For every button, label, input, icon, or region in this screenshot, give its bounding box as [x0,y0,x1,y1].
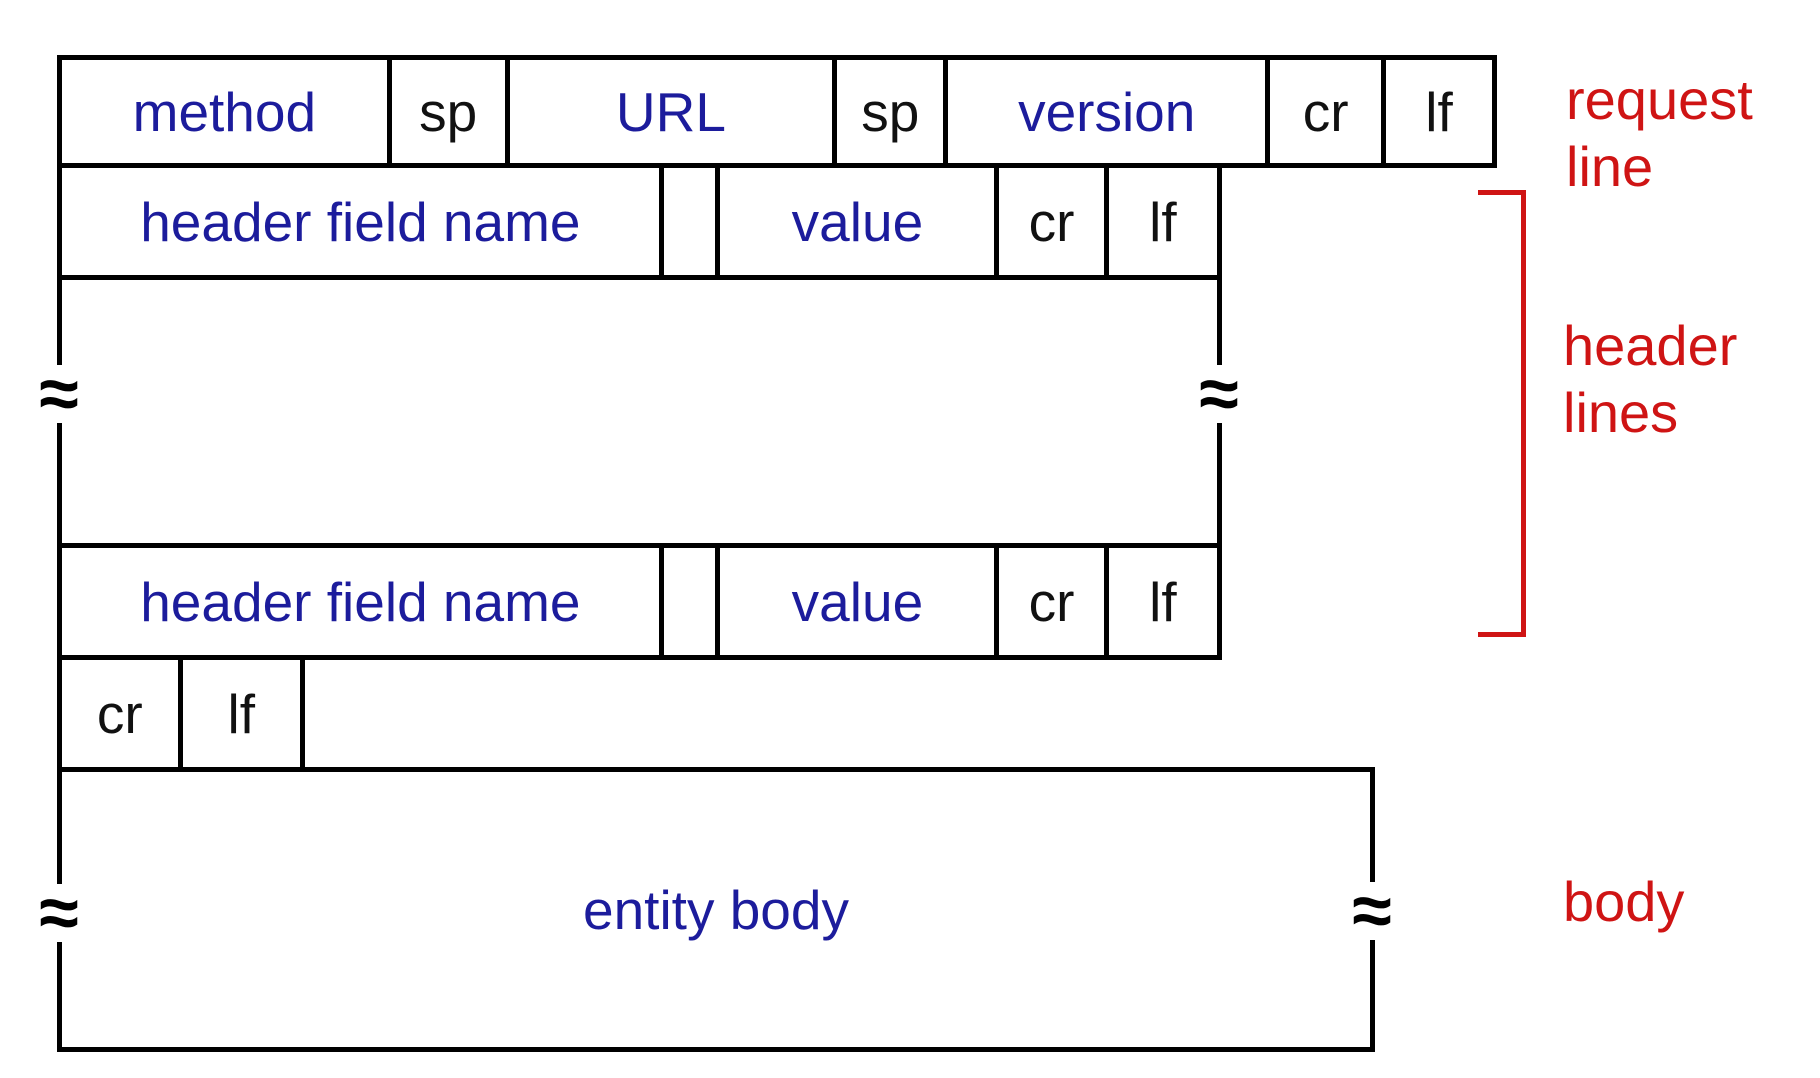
cell-cr-1: cr [1270,60,1387,163]
cell-header-field-name-1: header field name [62,168,664,275]
cell-gap-2 [664,548,721,655]
squiggle-break-icon: ≈ [36,877,82,949]
header-line-row-1: header field name value cr lf [57,163,1222,280]
squiggle-break-icon: ≈ [1349,875,1395,947]
annotation-line: lines [1563,381,1679,444]
annotation-line: request [1566,68,1753,131]
cell-cr-3: cr [999,548,1109,655]
cell-lf-1: lf [1425,80,1453,143]
cell-url: URL [510,60,838,163]
elided-header-lines-region [57,280,1222,543]
header-lines-bracket [1478,190,1526,637]
cell-value-1: value [720,168,1000,275]
cell-lf-4: lf [227,682,256,745]
cell-cr-4: cr [62,660,183,767]
annotation-line: body [1563,870,1685,933]
header-line-row-2: header field name value cr lf [57,543,1222,660]
cell-version: version [948,60,1271,163]
request-line-annotation: request line [1566,66,1753,200]
cell-lf-2: lf [1149,190,1177,253]
cell-sp-1: sp [392,60,510,163]
cell-gap-1 [664,168,721,275]
squiggle-break-icon: ≈ [36,358,82,430]
cell-value-2: value [720,548,1000,655]
cell-header-field-name-2: header field name [62,548,664,655]
cell-lf-3: lf [1149,570,1177,633]
body-annotation: body [1563,868,1684,935]
request-line-row: method sp URL sp version cr lf [57,55,1497,168]
cell-method: method [62,60,392,163]
entity-body-label: entity body [582,878,849,941]
squiggle-break-icon: ≈ [1196,358,1242,430]
blank-line-row: cr lf [57,655,305,772]
cell-cr-2: cr [999,168,1109,275]
annotation-line: header [1563,314,1738,377]
annotation-line: line [1566,135,1654,198]
cell-sp-2: sp [837,60,949,163]
entity-body-box: entity body [57,767,1375,1052]
header-lines-annotation: header lines [1563,312,1737,446]
